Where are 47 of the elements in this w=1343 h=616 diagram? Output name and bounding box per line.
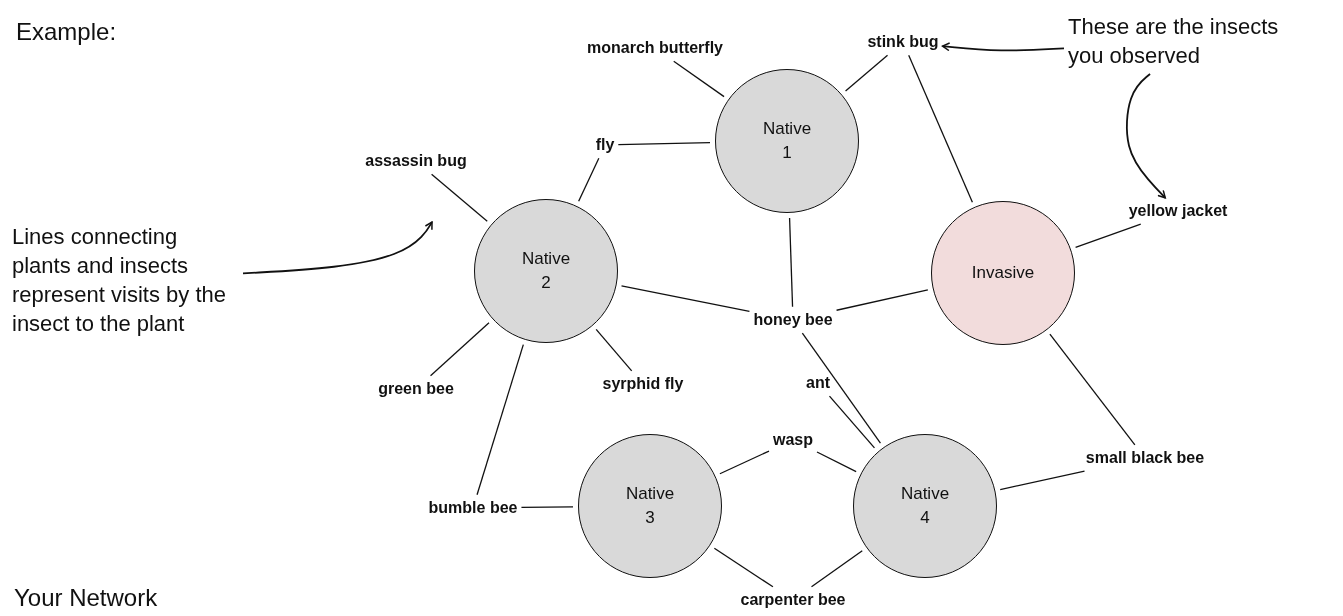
heading: Your Network: [14, 584, 158, 612]
insect-label: carpenter bee: [740, 590, 846, 610]
connector-line: [620, 285, 751, 312]
connector-line: [713, 547, 774, 588]
annotation-arrow: [1126, 73, 1167, 199]
connector-line: [617, 142, 711, 146]
annotation-arrow: [941, 42, 1065, 52]
annotation-text: These are the insects you observed: [1068, 12, 1313, 70]
heading: Example:: [16, 18, 117, 46]
connector-line: [673, 60, 725, 98]
insect-label: monarch butterfly: [587, 38, 723, 58]
annotation-arrow: [242, 221, 433, 275]
insect-label: stink bug: [867, 32, 939, 52]
connector-line: [476, 343, 524, 496]
connector-line: [595, 328, 633, 372]
insect-label: assassin bug: [365, 151, 467, 171]
insect-label: ant: [806, 373, 830, 393]
insect-label: wasp: [773, 430, 813, 450]
plant-circle: Invasive: [931, 201, 1075, 345]
connector-line: [1074, 223, 1142, 248]
connector-line: [810, 550, 863, 588]
insect-label: fly: [595, 135, 615, 155]
connector-line: [999, 470, 1086, 491]
connector-line: [578, 157, 600, 202]
insect-label: bumble bee: [428, 498, 518, 518]
connector-line: [429, 322, 490, 377]
connector-line: [1049, 333, 1136, 446]
plant-circle: Native 2: [474, 199, 618, 343]
insect-label: small black bee: [1085, 448, 1205, 468]
connector-line: [801, 332, 882, 444]
connector-line: [788, 217, 794, 308]
insect-label: honey bee: [753, 310, 833, 330]
annotation-text: Lines connecting plants and insects represent visits by the insect to the plant: [12, 222, 239, 338]
connector-line: [430, 173, 488, 222]
connector-line: [828, 395, 876, 449]
insect-label: yellow jacket: [1128, 201, 1228, 221]
connector-line: [908, 54, 974, 203]
connector-line: [520, 506, 574, 509]
connector-line: [835, 289, 929, 311]
plant-circle: Native 3: [578, 434, 722, 578]
insect-label: green bee: [378, 379, 454, 399]
plant-circle: Native 1: [715, 69, 859, 213]
plant-circle: Native 4: [853, 434, 997, 578]
connector-line: [719, 450, 770, 475]
insect-label: syrphid fly: [602, 374, 684, 394]
connector-line: [816, 451, 857, 473]
connector-line: [844, 54, 889, 92]
